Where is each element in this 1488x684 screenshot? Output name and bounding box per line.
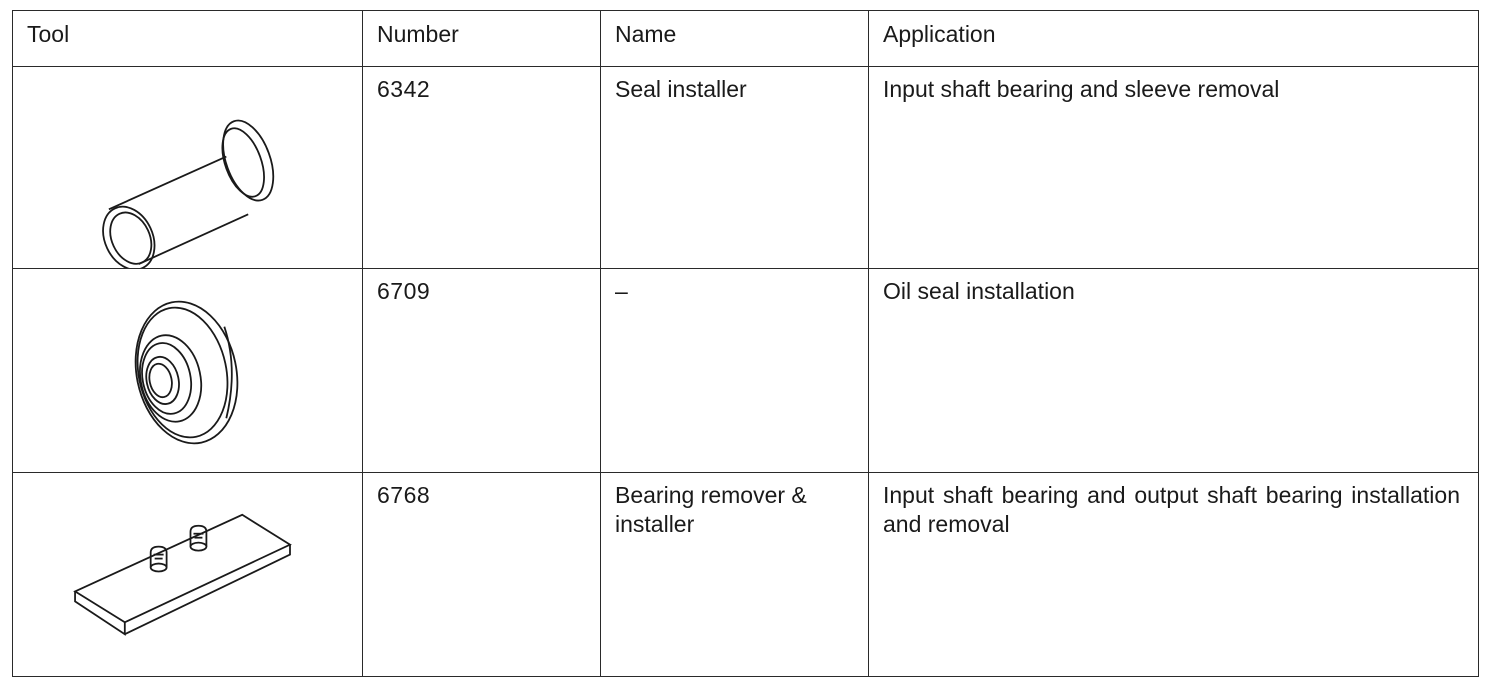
tool-image-cell [12, 472, 363, 677]
table-row: 6709 – Oil seal installation [12, 268, 1479, 473]
bearing-remover-plate-drawing-icon [73, 513, 292, 636]
tool-image-cell [12, 66, 363, 269]
tool-number: 6709 [362, 268, 601, 473]
header-tool: Tool [12, 10, 363, 67]
tool-name: Bearing remover & installer [600, 472, 869, 677]
tool-name: – [600, 268, 869, 473]
table-row: 6768 Bearing remover & installer Input s… [12, 472, 1479, 677]
tool-name: Seal installer [600, 66, 869, 269]
tool-application: Input shaft bearing and output shaft bea… [868, 472, 1479, 677]
header-application: Application [868, 10, 1479, 67]
tool-number: 6342 [362, 66, 601, 269]
seal-installer-drawing-icon [102, 119, 275, 268]
special-tools-table: Tool Number Name Application [12, 10, 1479, 677]
tool-image-cell [12, 268, 363, 473]
header-name: Name [600, 10, 869, 67]
oil-seal-installer-drawing-icon [134, 300, 239, 445]
tool-number: 6768 [362, 472, 601, 677]
tool-application: Oil seal installation [868, 268, 1479, 473]
table-header-row: Tool Number Name Application [12, 10, 1479, 67]
header-number: Number [362, 10, 601, 67]
table-row: 6342 Seal installer Input shaft bearing … [12, 66, 1479, 269]
tool-application: Input shaft bearing and sleeve removal [868, 66, 1479, 269]
